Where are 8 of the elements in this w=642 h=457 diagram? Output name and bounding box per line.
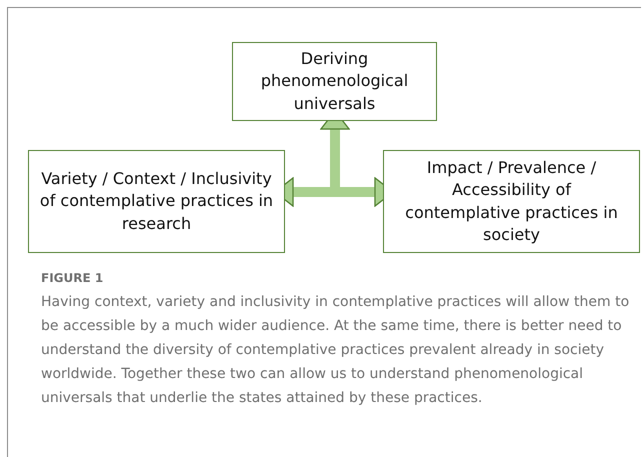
box-label: Variety / Context / Inclusivity of contemplative practices in research	[39, 168, 274, 235]
figure-label: FIGURE 1	[41, 271, 104, 285]
figure-caption: Having context, variety and inclusivity in contemplative practices will allow them to be accessible by a much wider audience. At the same time, there is better need to understand the diversity of contemplative practices prevalent already in society worldwide. Together these two can allow us to understand phenomenological universals that underlie the states attained by these practices.	[41, 293, 630, 408]
text-box	[28, 150, 285, 253]
text-box	[232, 42, 437, 121]
text-box	[383, 150, 640, 253]
box-label: Impact / Prevalence / Accessibility of contemplative practices in society	[404, 156, 619, 246]
box-label: Deriving phenomenological universals	[260, 48, 410, 115]
